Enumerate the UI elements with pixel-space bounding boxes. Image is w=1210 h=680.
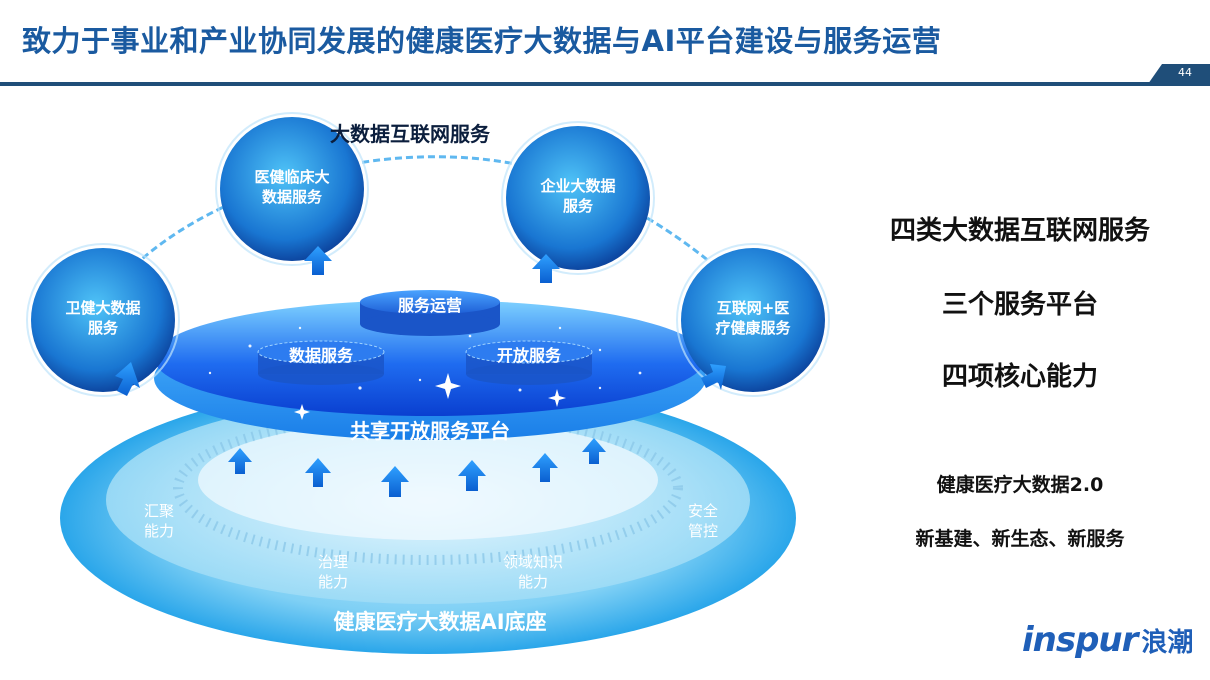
platform-disc-top bbox=[154, 300, 706, 416]
summary-version: 健康医疗大数据2.0 bbox=[936, 474, 1104, 496]
service-label-enterprise: 企业大数据服务 bbox=[540, 177, 616, 215]
summary-four-capabilities: 四项核心能力 bbox=[941, 362, 1098, 392]
summary-three-platforms: 三个服务平台 bbox=[941, 290, 1098, 320]
page-number: 44 bbox=[1178, 66, 1192, 79]
service-circle-internet-health bbox=[681, 248, 825, 392]
circle-arrow-3 bbox=[532, 254, 560, 283]
summary-four-services: 四类大数据互联网服务 bbox=[889, 216, 1150, 246]
service-label-clinical: 医健临床大数据服务 bbox=[254, 168, 330, 206]
base-core bbox=[198, 420, 658, 540]
module-service-ops bbox=[360, 290, 500, 336]
module-label-data-service: 数据服务 bbox=[288, 346, 353, 365]
base-arrow-3 bbox=[381, 466, 409, 497]
service-circle-clinical bbox=[220, 117, 364, 261]
base-arrow-1 bbox=[228, 448, 252, 474]
circle-arrow-2 bbox=[304, 246, 332, 275]
module-open-service bbox=[465, 340, 593, 385]
page-number-tab bbox=[1148, 64, 1210, 84]
base-arrow-4 bbox=[458, 460, 486, 491]
base-arrow-6 bbox=[582, 438, 606, 464]
cap-security: 安全管控 bbox=[687, 502, 718, 540]
service-circle-health-commission bbox=[31, 248, 175, 392]
top-service-label: 大数据互联网服务 bbox=[330, 122, 490, 146]
module-data-service bbox=[257, 340, 385, 385]
service-label-internet-health: 互联网+医疗健康服务 bbox=[715, 299, 791, 337]
module-label-open-service: 开放服务 bbox=[496, 346, 561, 365]
cap-domain-knowledge: 领域知识能力 bbox=[502, 553, 563, 591]
platform-label: 共享开放服务平台 bbox=[350, 419, 510, 443]
service-circle-enterprise bbox=[506, 126, 650, 270]
cap-aggregate: 汇聚能力 bbox=[143, 502, 174, 540]
base-arrow-2 bbox=[305, 458, 331, 487]
cap-governance: 治理能力 bbox=[317, 553, 348, 591]
base-label: 健康医疗大数据AI底座 bbox=[333, 610, 547, 634]
page-title: 致力于事业和产业协同发展的健康医疗大数据与AI平台建设与服务运营 bbox=[22, 24, 942, 58]
circle-arrow-1 bbox=[115, 362, 140, 396]
platform-diagram: 大数据互联网服务 卫健大数据服务 医健临床大数据服务 企业大数据服务 互联网+医… bbox=[0, 88, 840, 680]
base-arrow-5 bbox=[532, 453, 558, 482]
summary-slogan: 新基建、新生态、新服务 bbox=[915, 528, 1125, 550]
service-arc bbox=[103, 155, 754, 302]
circle-arrow-4 bbox=[701, 364, 726, 390]
header-rule bbox=[0, 82, 1210, 86]
module-label-service-ops: 服务运营 bbox=[397, 296, 462, 315]
service-label-health-commission: 卫健大数据服务 bbox=[65, 299, 141, 337]
